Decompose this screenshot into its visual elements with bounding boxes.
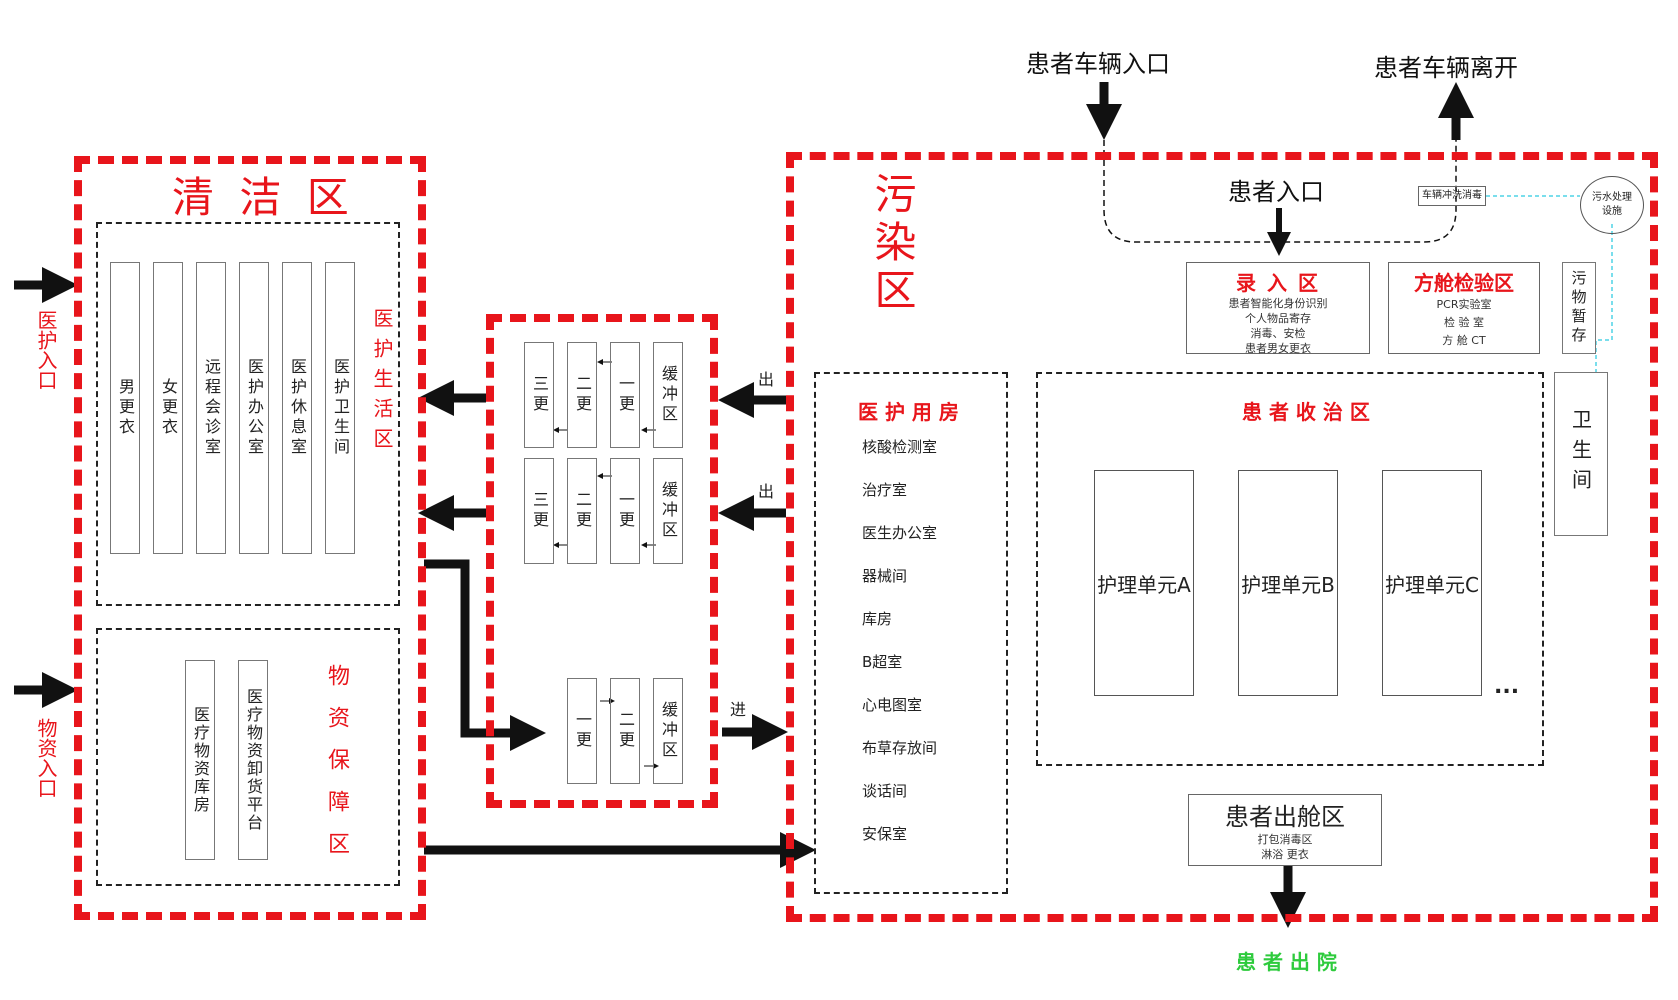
staff-room-item: 心电图室 (862, 696, 923, 714)
exit-label-2: 出 (758, 482, 775, 501)
staff-room-item: 核酸检测室 (862, 438, 938, 456)
patient-entry-label: 患者入口 (1228, 178, 1324, 206)
living-area-label: 医护生活区 (370, 308, 394, 458)
row3-buffer: 缓冲区 (653, 678, 683, 784)
row1-first-change: 一更 (610, 342, 640, 448)
enter-label: 进 (730, 700, 747, 719)
row2-first-change: 一更 (610, 458, 640, 564)
row1-buffer: 缓冲区 (653, 342, 683, 448)
row2-buffer: 缓冲区 (653, 458, 683, 564)
more-units: ... (1494, 674, 1520, 699)
staff-room-item: 布草存放间 (862, 739, 938, 757)
room-staff-rest: 医护休息室 (282, 262, 312, 554)
staff-room-item: 医生办公室 (862, 524, 938, 542)
nursing-unit-c: 护理单元C (1382, 470, 1482, 696)
row1-second-change: 二更 (567, 342, 597, 448)
vehicle-wash: 车辆冲洗消毒 (1418, 186, 1486, 206)
room-supply-storage: 医疗物资库房 (185, 660, 215, 860)
cabin-test-area: 方舱检验区 PCR实验室 检 验 室 方 舱 CT (1388, 262, 1540, 354)
contaminated-zone (786, 152, 1658, 922)
room-staff-toilet: 医护卫生间 (325, 262, 355, 554)
room-remote-consult: 远程会诊室 (196, 262, 226, 554)
living-area (96, 222, 400, 606)
staff-room-item: 库房 (862, 610, 893, 628)
clean-zone (74, 156, 426, 920)
sewage-line-2 (1595, 224, 1613, 372)
staff-room-item: 安保室 (862, 825, 908, 843)
room-staff-office: 医护办公室 (239, 262, 269, 554)
toilet: 卫生间 (1554, 372, 1608, 536)
room-men-changing: 男更衣 (110, 262, 140, 554)
registration-area: 录 入 区 患者智能化身份识别 个人物品寄存 消毒、安检 患者男女更衣 (1186, 262, 1370, 355)
staff-room-item: 治疗室 (862, 481, 908, 499)
row2-third-change: 三更 (524, 458, 554, 564)
staff-room-item: B超室 (862, 653, 903, 671)
room-women-changing: 女更衣 (153, 262, 183, 554)
clean-zone-title: 清 洁 区 (172, 173, 355, 222)
sewage-facility: 污水处理设施 (1580, 176, 1644, 234)
ward-area-title: 患 者 收 治 区 (1242, 400, 1370, 424)
supply-area-label: 物资保障区 (324, 664, 349, 874)
row2-second-change: 二更 (567, 458, 597, 564)
supply-area (96, 628, 400, 886)
contaminated-zone-title: 污染区 (868, 172, 917, 316)
staff-room-item: 谈话间 (862, 782, 908, 800)
staff-entry-label: 医护入口 (34, 310, 58, 390)
supply-entry-label: 物资入口 (34, 718, 58, 798)
row3-second-change: 二更 (610, 678, 640, 784)
nursing-unit-b: 护理单元B (1238, 470, 1338, 696)
vehicle-entry-label: 患者车辆入口 (1026, 50, 1170, 78)
ward-area (1036, 372, 1544, 766)
staff-room-item: 器械间 (862, 567, 908, 585)
staff-path (424, 559, 546, 751)
row1-third-change: 三更 (524, 342, 554, 448)
exit-label-1: 出 (758, 370, 775, 389)
transition-zone (486, 314, 718, 808)
room-supply-unloading: 医疗物资卸货平台 (238, 660, 268, 860)
patient-discharge-label: 患 者 出 院 (1236, 950, 1337, 974)
discharge-area: 患者出舱区 打包消毒区 淋浴 更衣 (1188, 794, 1382, 866)
waste-storage: 污物暂存 (1562, 262, 1596, 354)
vehicle-exit-label: 患者车辆离开 (1374, 54, 1518, 82)
row3-first-change: 一更 (567, 678, 597, 784)
nursing-unit-a: 护理单元A (1094, 470, 1194, 696)
staff-rooms (814, 372, 1008, 894)
staff-rooms-title: 医 护 用 房 (858, 400, 959, 424)
